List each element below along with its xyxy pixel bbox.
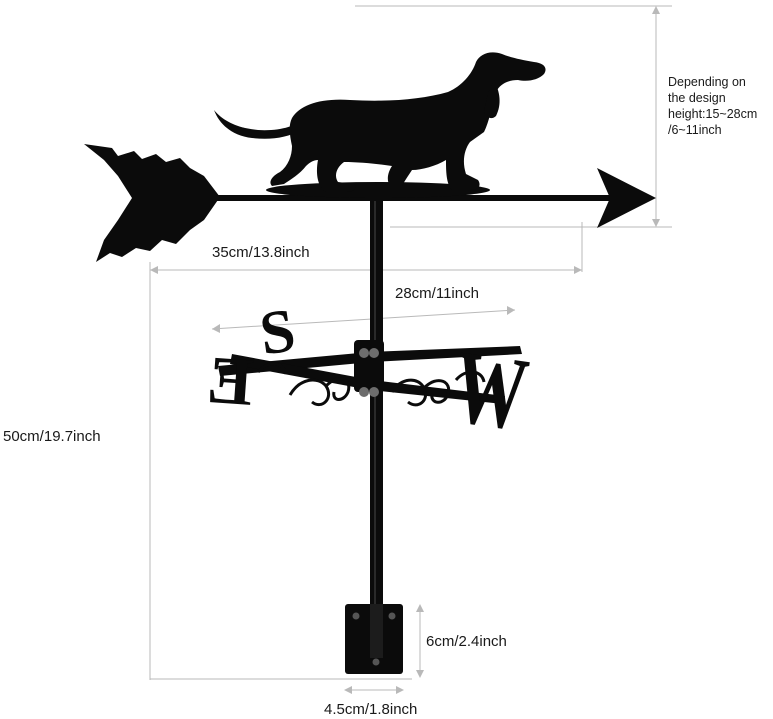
compass-cross <box>218 340 522 407</box>
pole <box>370 196 383 656</box>
design-note-line-3: height:15~28cm <box>668 107 758 121</box>
cross-width-label: 28cm/11inch <box>395 285 479 302</box>
total-height-label: 50cm/19.7inch <box>3 428 101 445</box>
design-note-line-4: /6~11inch <box>668 123 722 137</box>
arrow-length-label: 35cm/13.8inch <box>212 244 310 261</box>
design-note-line-1: Depending on <box>668 75 746 89</box>
base-width-label: 4.5cm/1.8inch <box>324 701 418 718</box>
compass-letter-s: S <box>256 296 300 368</box>
arrow-tail <box>84 144 220 262</box>
compass-letter-w: W <box>447 329 534 453</box>
arrow-head <box>597 168 656 228</box>
design-height-note: Depending on the design height:15~28cm /… <box>668 74 772 138</box>
base-height-label: 6cm/2.4inch <box>426 633 507 650</box>
design-note-line-2: the design <box>668 91 726 105</box>
arrow <box>84 144 656 262</box>
dimension-lines <box>149 5 672 694</box>
compass-letter-e: E <box>205 341 256 420</box>
base-plate <box>345 604 403 674</box>
dog-silhouette <box>214 52 546 198</box>
